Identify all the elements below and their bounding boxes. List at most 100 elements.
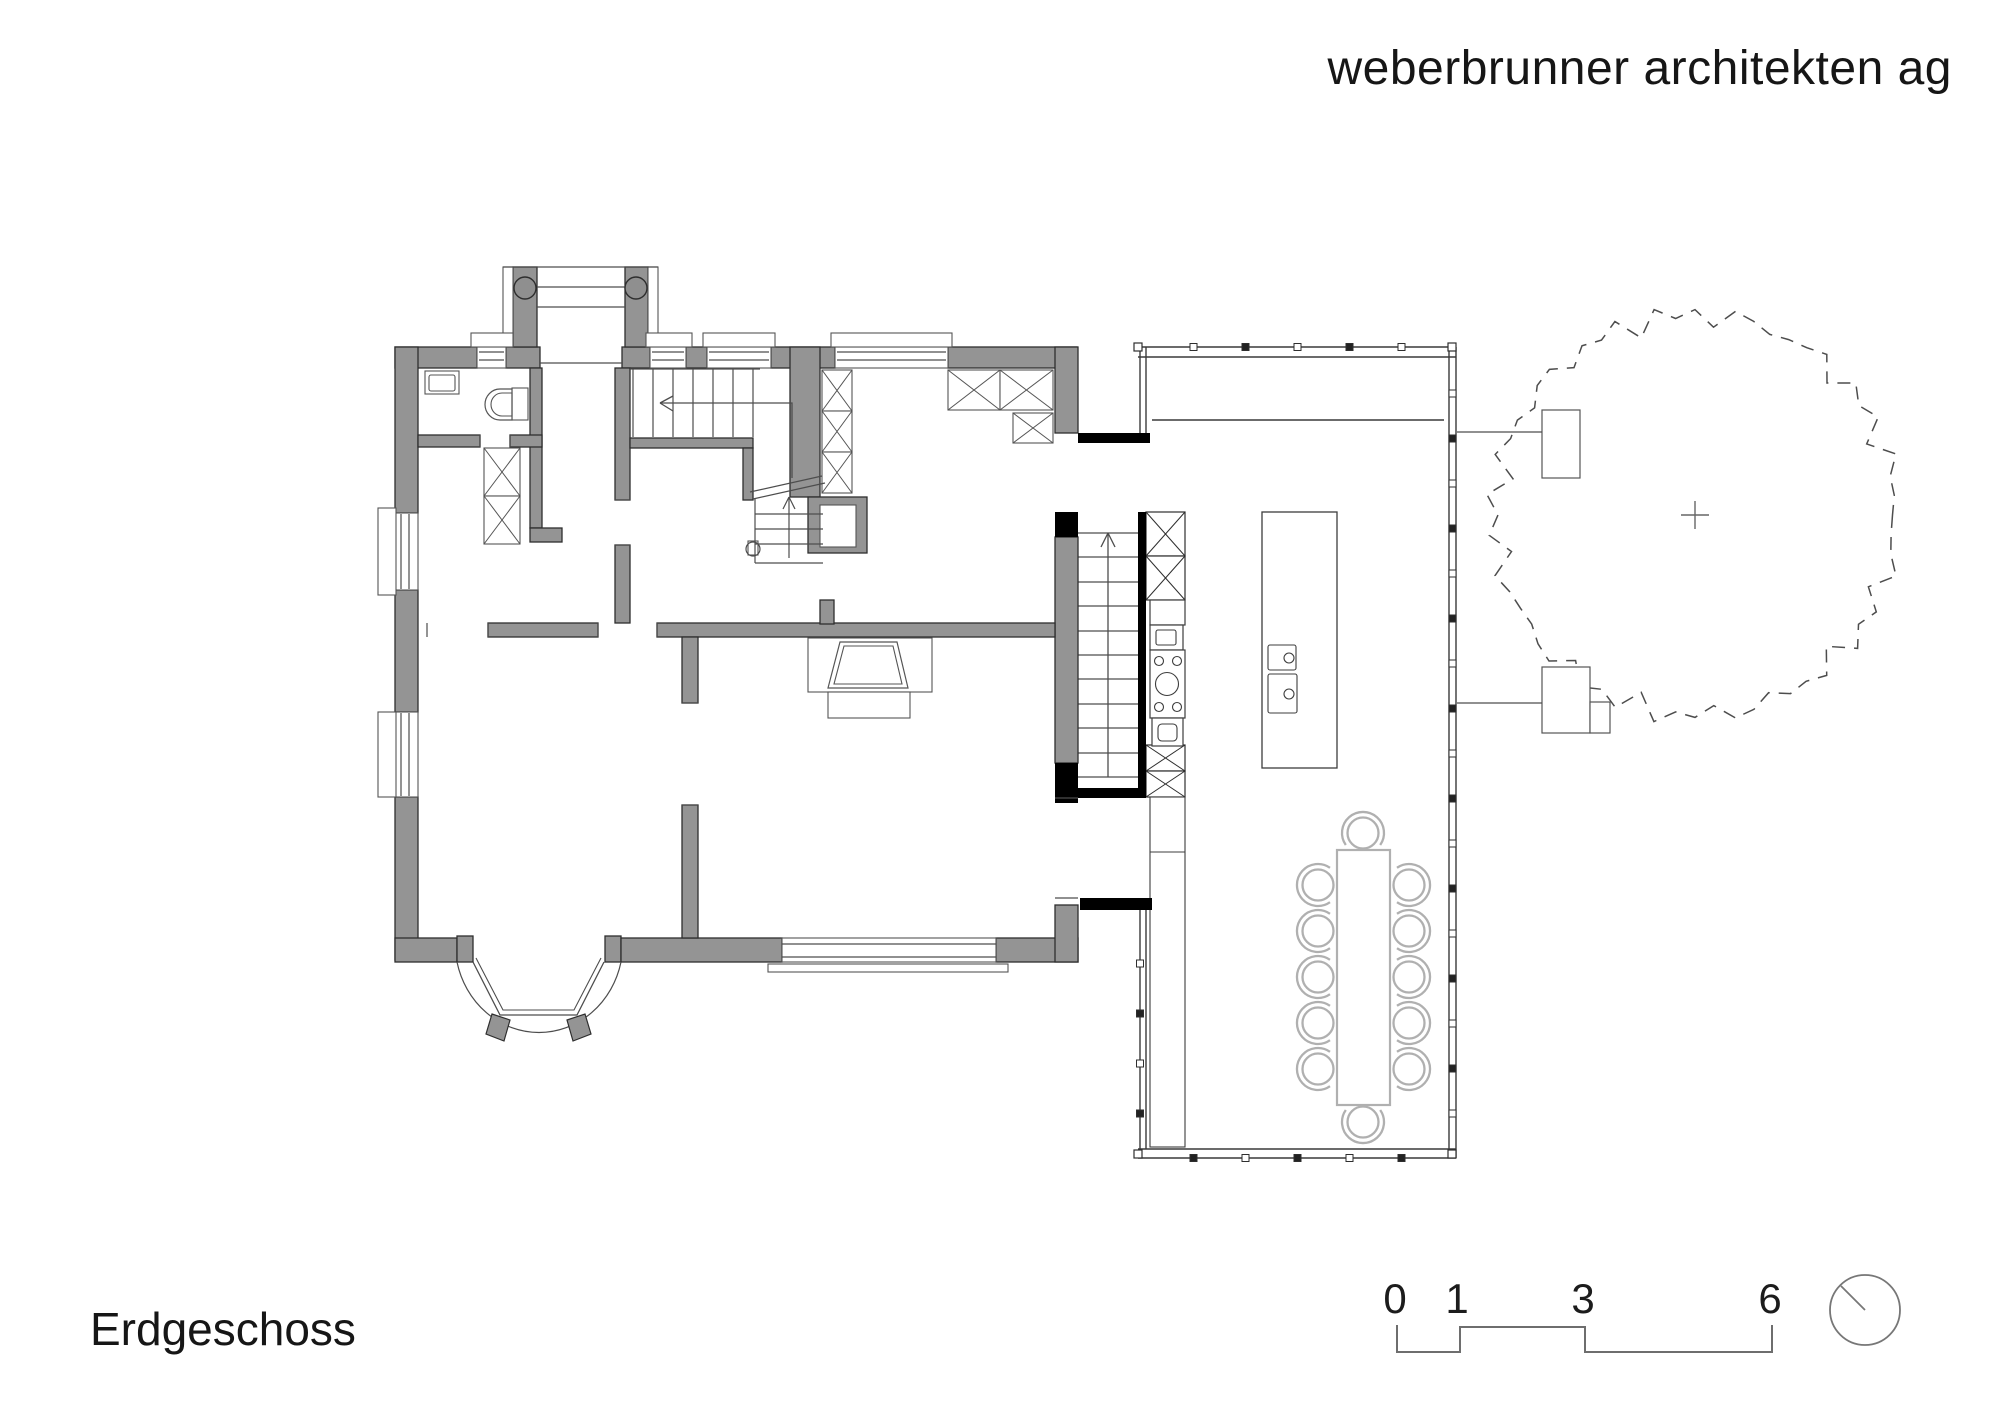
site-elements [1457,308,1897,734]
wardrobe-x [821,410,853,453]
bay-arc [456,961,622,1033]
wall-segment [487,622,599,638]
wall-segment [620,937,783,963]
handrail-curl [745,541,761,557]
outdoor-bench [1541,409,1581,479]
north-indicator [1829,1274,1901,1346]
bay-glazing [472,961,605,1016]
scale-label-1: 1 [1445,1275,1468,1322]
wall-segment [1054,536,1079,764]
kitchen-island [1261,511,1338,769]
wardrobe-x [1012,412,1054,444]
burner-large [1154,671,1180,697]
counter-strip [1149,796,1186,1148]
opening-or-fixture [827,691,911,719]
opening-or-fixture [834,346,949,369]
island-top [1261,511,1338,769]
chair-seat [1392,1052,1426,1086]
chair-back [1295,862,1331,908]
facade-corner [1133,342,1143,352]
facade-corner [1447,342,1457,352]
chair-back [1295,908,1331,954]
wardrobe-x [821,451,853,494]
firm-name: weberbrunner architekten ag [1326,42,1952,95]
chair-seat [1392,960,1426,994]
facade-corner [1447,1149,1457,1159]
wardrobe-x [483,495,521,545]
chair-back [1295,1000,1331,1046]
bay-pier [566,1013,592,1042]
scale-bar: 0 1 3 6 [1383,1275,1782,1353]
wall-segment [742,447,754,501]
island-appliance [1267,673,1298,714]
scale-label-6: 6 [1758,1275,1781,1322]
facade-mullion [1448,794,1457,803]
scale-label-3: 3 [1571,1275,1594,1322]
opening-or-fixture [706,346,772,369]
opening-or-fixture [511,387,529,421]
up-arrow [788,496,796,510]
wardrobe-x [483,447,521,497]
wall-segment [604,935,622,963]
wall-segment [681,636,699,704]
plan-line [749,475,823,493]
porch-column [624,276,648,300]
opening-or-fixture [819,504,857,548]
wall-segment [614,544,631,624]
opening-or-fixture [470,332,514,348]
arrow-head [659,402,674,412]
facade-mullion [1448,1109,1457,1118]
facade-mullion [1189,1154,1198,1162]
chair-seat [1301,868,1335,902]
chair-seat [1346,816,1380,850]
new-wall [1055,788,1146,798]
island-tap [1283,688,1295,700]
plan-line [752,482,826,500]
opening-or-fixture [377,507,397,596]
wardrobe-x [821,369,853,412]
tiled-stove-inner [833,645,903,685]
new-wall [1138,512,1146,798]
opening-or-fixture [649,346,687,369]
counter-box [1149,599,1186,626]
chair-seat [1392,868,1426,902]
title-block: weberbrunner architekten ag Erdgeschoss … [90,42,1952,1355]
opening-or-fixture [747,540,759,556]
chair-back [1396,1000,1432,1046]
kitchen-counter [1145,511,1186,1148]
wall-segment [614,367,631,501]
wall-segment [621,346,651,369]
facade-mullion [1448,974,1457,983]
wall-segment [394,346,419,514]
facade-mullion [1293,343,1302,351]
facade-mullion [1448,1064,1457,1073]
facade-mullion [1241,1154,1250,1162]
facade-mullion [1448,479,1457,488]
bay-glazing [475,957,602,1011]
chair-back [1396,862,1432,908]
facade-mullion [1345,1154,1354,1162]
up-arrow [1100,532,1109,548]
opening-or-fixture [830,332,953,348]
new-wall [1080,898,1152,910]
tiled-stove [827,641,909,689]
facade-mullion [1448,524,1457,533]
opening-or-fixture [702,332,776,348]
chair-seat [1392,914,1426,948]
facade-mullion [1448,929,1457,938]
facade-mullion [1448,1019,1457,1028]
wall-segment [819,599,835,625]
chair-seat [1392,1006,1426,1040]
wall-segment [1054,346,1079,434]
floor-label: Erdgeschoss [90,1303,356,1355]
toilet-bowl [490,392,513,417]
facade-mullion [1448,659,1457,668]
burner [1171,655,1183,667]
wall-segment [394,796,419,961]
bay-pier [485,1013,511,1042]
bay-window [456,957,622,1042]
new-wall [1055,512,1078,537]
main-stair [630,368,826,564]
facade-mullion [1241,343,1250,351]
